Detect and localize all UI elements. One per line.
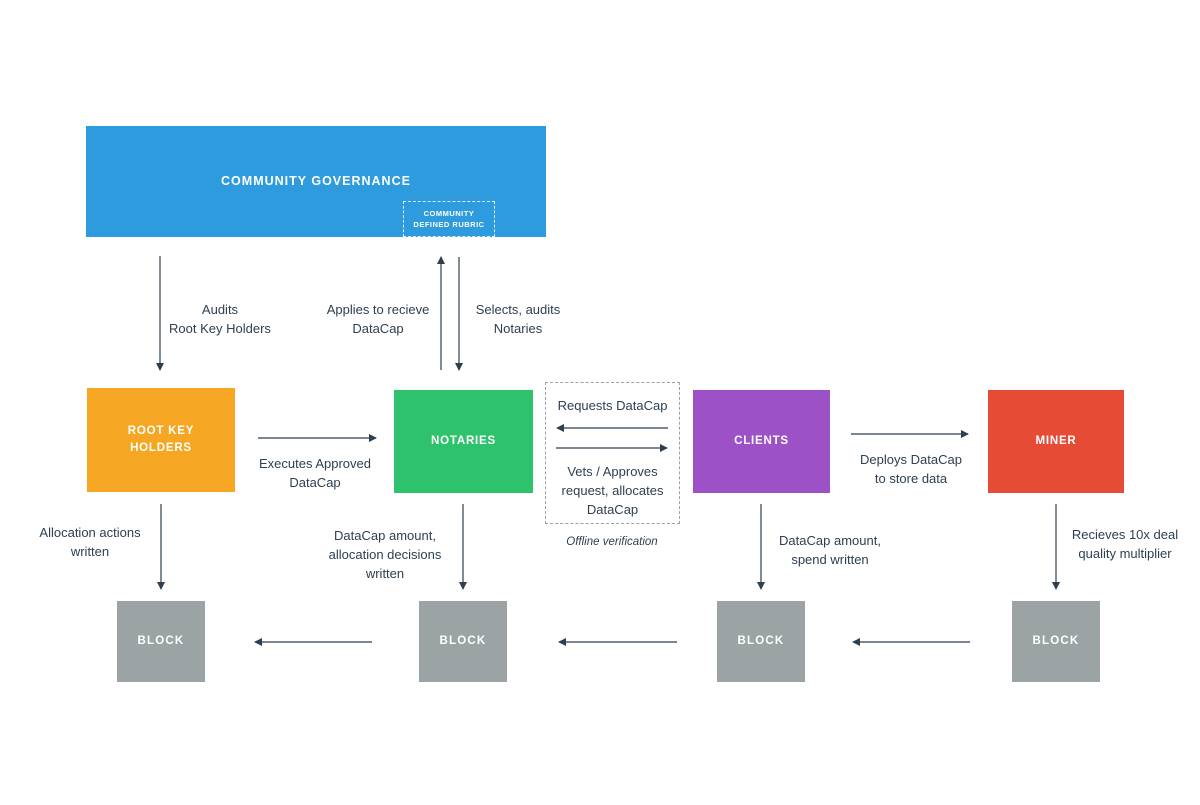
offline-verification-box: Requests DataCap Vets / Approves request… <box>545 382 680 524</box>
vets-approves-label: Vets / Approves request, allocates DataC… <box>561 464 664 517</box>
offline-verification-label: Offline verification <box>566 536 658 548</box>
node-community-governance: COMMUNITY GOVERNANCE COMMUNITY DEFINED R… <box>86 126 546 237</box>
node-miner: MINER <box>988 390 1124 493</box>
allocation-actions-written-label: Allocation actions written <box>39 525 141 559</box>
root-key-holders-label: ROOT KEY HOLDERS <box>127 425 195 454</box>
applies-to-recieve-datacap-label: Applies to recieve DataCap <box>326 302 430 336</box>
clients-label: CLIENTS <box>734 435 789 448</box>
block-label: BLOCK <box>1032 635 1080 648</box>
selects-audits-notaries-label: Selects, audits Notaries <box>475 302 561 336</box>
deploys-datacap-label: Deploys DataCap to store data <box>860 452 962 486</box>
executes-approved-datacap-label: Executes Approved DataCap <box>258 456 372 490</box>
block-label: BLOCK <box>737 635 785 648</box>
datacap-spend-written-label: DataCap amount, spend written <box>779 533 881 567</box>
node-block-rootkey: BLOCK <box>117 601 205 682</box>
community-defined-rubric-box: COMMUNITY DEFINED RUBRIC <box>403 201 495 237</box>
node-block-notaries: BLOCK <box>419 601 507 682</box>
miner-label: MINER <box>1035 435 1077 448</box>
audits-root-key-holders-label: Audits Root Key Holders <box>169 302 271 336</box>
node-block-clients: BLOCK <box>717 601 805 682</box>
community-governance-label: COMMUNITY GOVERNANCE <box>221 174 411 189</box>
node-clients: CLIENTS <box>693 390 830 493</box>
node-root-key-holders: ROOT KEY HOLDERS <box>87 388 235 492</box>
requests-datacap-label: Requests DataCap <box>557 398 668 413</box>
block-label: BLOCK <box>439 635 487 648</box>
notaries-label: NOTARIES <box>431 435 496 448</box>
recieves-multiplier-label: Recieves 10x deal quality multiplier <box>1071 527 1179 561</box>
node-notaries: NOTARIES <box>394 390 533 493</box>
block-label: BLOCK <box>137 635 185 648</box>
community-defined-rubric-label: COMMUNITY DEFINED RUBRIC <box>413 208 485 229</box>
datacap-allocation-decisions-label: DataCap amount, allocation decisions wri… <box>328 528 442 581</box>
node-block-miner: BLOCK <box>1012 601 1100 682</box>
